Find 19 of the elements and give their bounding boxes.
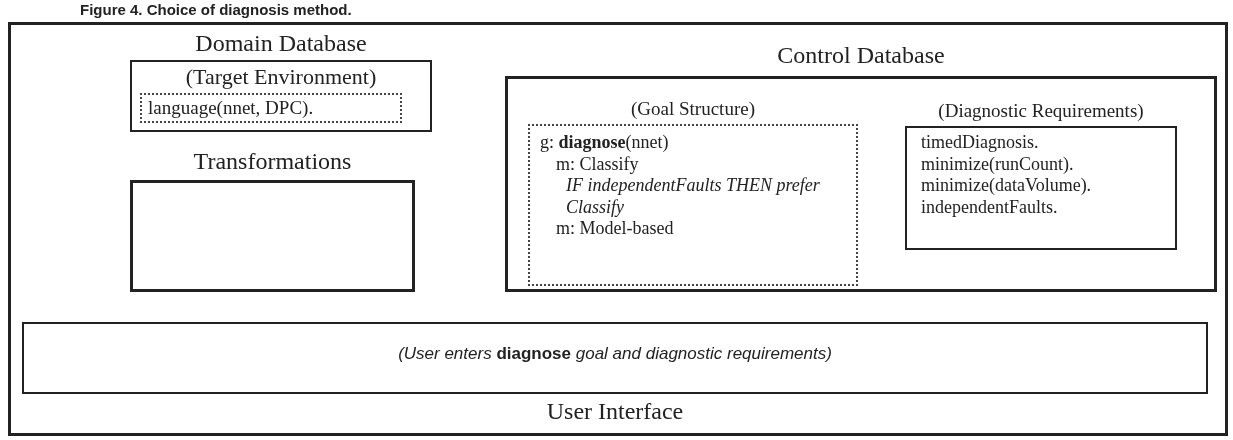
box-heading: (Diagnostic Requirements) [937, 100, 1145, 122]
code-line: User Interface [545, 398, 685, 425]
figure-title: Figure 4. Choice of diagnosis method. [80, 1, 352, 18]
panel-heading: Transformations [192, 148, 353, 175]
code-line: language(nnet, DPC). [148, 97, 315, 120]
code-line: timedDiagnosis. [921, 132, 1040, 154]
panel-subheading: (Target Environment) [184, 64, 378, 91]
code-line: g: diagnose(nnet) [540, 132, 670, 154]
panel-heading: Domain Database [194, 30, 368, 57]
box-heading: (Goal Structure) [630, 98, 756, 120]
panel-heading: Control Database [776, 42, 946, 69]
fact-box [140, 93, 402, 123]
code-line: minimize(runCount). [921, 153, 1075, 176]
instruction-text: (User enters diagnose goal and diagnostic requirements) [397, 344, 833, 365]
code-line: m: Model-based [555, 218, 675, 240]
code-line: minimize(dataVolume). [921, 175, 1093, 197]
code-line: independentFaults. [921, 196, 1059, 219]
code-line: m: Classify [555, 153, 640, 176]
frame-box [8, 22, 1228, 436]
